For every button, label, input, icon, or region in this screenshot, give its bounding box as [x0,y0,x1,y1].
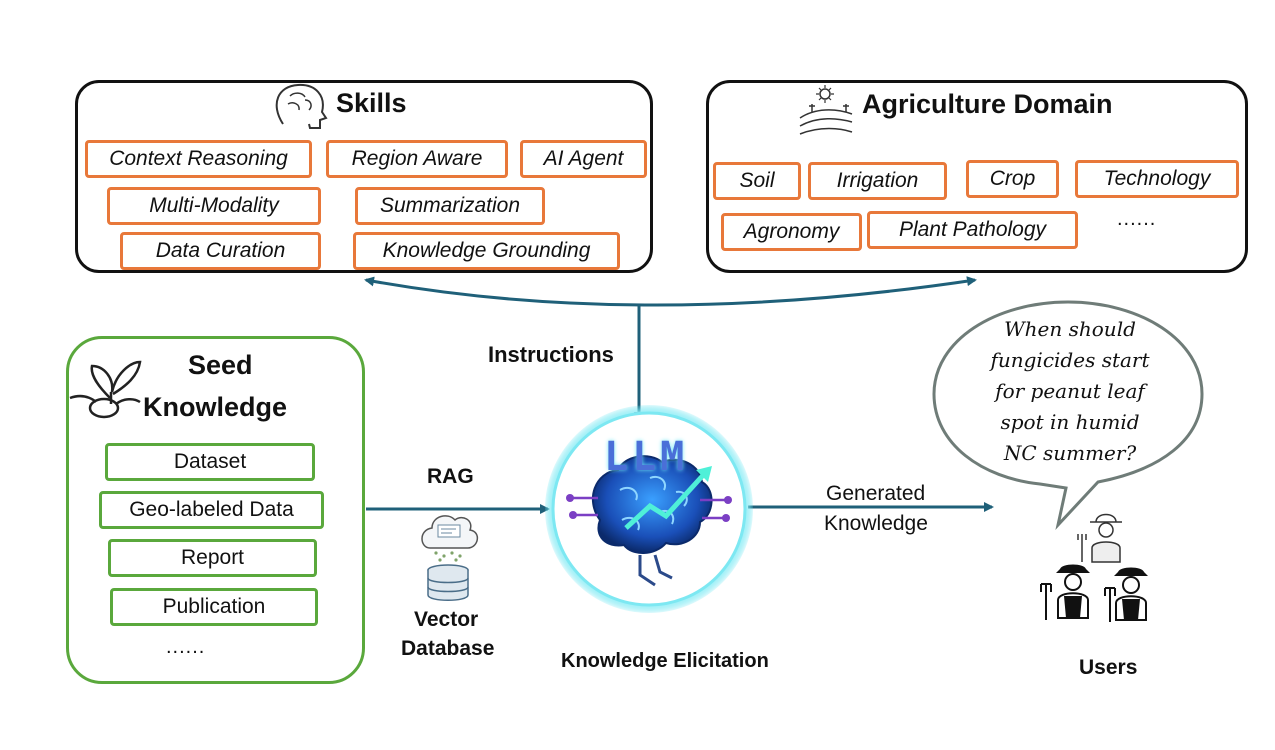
llm-text: LLM [604,434,689,480]
question-line-2: fungicides start [990,348,1150,372]
domain-plant-pathology: Plant Pathology [867,211,1078,249]
skill-knowledge-grounding: Knowledge Grounding [353,232,620,270]
domain-soil: Soil [713,162,801,200]
generated-knowledge-label-line2: Knowledge [824,512,928,535]
domain-technology: Technology [1075,160,1239,198]
seed-geo-labeled-data: Geo-labeled Data [99,491,324,529]
seed-publication: Publication [110,588,318,626]
skills-title: Skills [336,88,407,118]
domain-ellipsis: ...... [1117,208,1157,230]
skill-ai-agent: AI Agent [520,140,647,178]
skill-context-reasoning: Context Reasoning [85,140,312,178]
users-label: Users [1079,656,1138,679]
question-line-3: for peanut leaf [995,379,1145,403]
rag-label: RAG [427,465,474,488]
domain-crop: Crop [966,160,1059,198]
skill-multi-modality: Multi-Modality [107,187,321,225]
seed-title-line1: Seed [188,350,253,380]
agriculture-title: Agriculture Domain [862,89,1113,119]
question-line-5: NC summer? [1003,441,1137,465]
question-line-4: spot in humid [1000,410,1140,434]
skill-data-curation: Data Curation [120,232,321,270]
seed-dataset: Dataset [105,443,315,481]
knowledge-elicitation-label: Knowledge Elicitation [561,650,769,672]
skill-summarization: Summarization [355,187,545,225]
question-line-1: When should [1004,317,1136,341]
seed-ellipsis: ...... [166,636,206,658]
domain-irrigation: Irrigation [808,162,947,200]
skill-region-aware: Region Aware [326,140,508,178]
domain-agronomy: Agronomy [721,213,862,251]
generated-knowledge-label-line1: Generated [826,482,926,505]
seed-report: Report [108,539,317,577]
instructions-label: Instructions [488,342,614,367]
seed-title-line2: Knowledge [143,392,288,422]
vector-db-label-line1: Vector [414,608,479,631]
vector-db-label-line2: Database [401,637,495,660]
skills-domain-curve [364,276,977,307]
